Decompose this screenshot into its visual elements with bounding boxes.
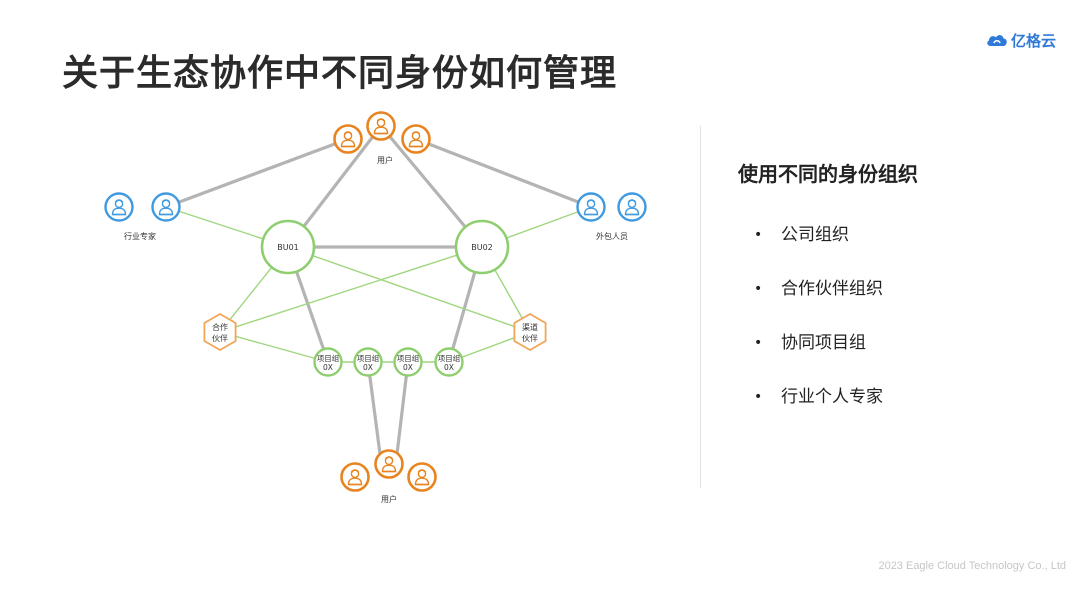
list-item-label: 协同项目组 [781,333,866,353]
bu01-label: BU01 [277,243,299,252]
top-users-group: 用户 [333,111,431,165]
project-label-line1: 项目组 [357,353,380,363]
edge-experts-users [165,137,349,209]
edge-project2-users [366,361,382,455]
channel-label-line2: 伙伴 [522,333,538,343]
slide-title: 关于生态协作中不同身份如何管理 [62,53,618,94]
logo-text: 亿格云 [1011,31,1057,50]
bu01-node: BU01 [260,219,316,275]
gray-edges [165,124,592,455]
edge-users-outsourced [415,137,592,209]
edge-bu01-channel [287,246,531,333]
edge-partner-project1 [219,331,329,363]
project-label-line1: 项目组 [438,353,461,363]
channel-partner-node: 渠道 伙伴 [513,312,547,352]
user-icon [407,462,437,492]
experts-label: 行业专家 [124,231,156,241]
edge-project3-users [395,361,410,455]
bottom-users-group: 用户 [340,449,437,504]
identity-network-diagram: 用户 行业专家 外包人员 BU01 BU02 [104,111,647,504]
green-edges [165,206,592,363]
panel-heading: 使用不同的身份组织 [738,162,918,186]
bullet-dot: • [754,335,763,351]
list-item: • 行业个人专家 [754,386,883,440]
user-icon [374,449,404,479]
experts-group: 行业专家 [104,192,181,241]
project-label-line2: 0X [323,363,333,372]
top-users-label: 用户 [377,155,393,165]
bu02-label: BU02 [471,243,493,252]
bottom-users-label: 用户 [381,494,397,504]
copyright-footer: 2023 Eagle Cloud Technology Co., Ltd [878,560,1066,572]
project-label-line2: 0X [363,363,373,372]
project-node: 项目组 0X [434,347,464,377]
user-icon [401,124,431,154]
expert-person-icon [104,192,134,222]
list-item-label: 行业个人专家 [781,387,883,407]
project-label-line1: 项目组 [397,353,420,363]
project-label-line1: 项目组 [317,353,340,363]
list-item: • 公司组织 [754,224,883,278]
project-node: 项目组 0X [353,347,383,377]
list-item: • 协同项目组 [754,332,883,386]
outsourced-label: 外包人员 [596,231,628,241]
channel-label-line1: 渠道 [522,322,538,332]
bullet-dot: • [754,281,763,297]
bu02-node: BU02 [454,219,510,275]
outsourced-person-icon [576,192,606,222]
list-item-label: 公司组织 [781,225,849,245]
cloud-logo-icon [987,35,1007,46]
edge-bu02-partner [219,246,483,333]
expert-person-icon [151,192,181,222]
identity-list: • 公司组织 • 合作伙伴组织 • 协同项目组 • 行业个人专家 [754,224,883,440]
outsourced-person-icon [617,192,647,222]
bullet-dot: • [754,389,763,405]
list-item: • 合作伙伴组织 [754,278,883,332]
outsourced-group: 外包人员 [576,192,647,241]
bullet-dot: • [754,227,763,243]
project-node: 项目组 0X [313,347,343,377]
vertical-divider [700,126,701,488]
brand-logo: 亿格云 [986,30,1056,50]
project-node: 项目组 0X [393,347,423,377]
list-item-label: 合作伙伴组织 [781,279,883,299]
partner-node: 合作 伙伴 [203,312,237,352]
partner-label-line2: 伙伴 [212,333,228,343]
user-icon [366,111,396,141]
user-icon [340,462,370,492]
project-label-line2: 0X [444,363,454,372]
partner-label-line1: 合作 [212,322,228,332]
user-icon [333,124,363,154]
project-label-line2: 0X [403,363,413,372]
